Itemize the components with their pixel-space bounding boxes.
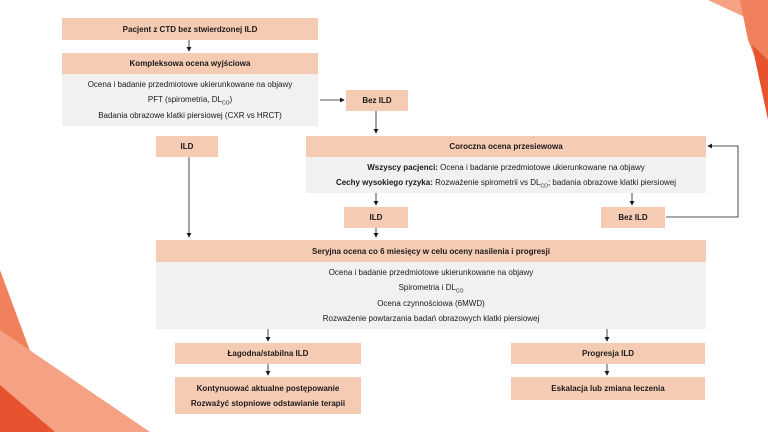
baseline-title: Kompleksowa ocena wyjściowa: [129, 59, 251, 68]
serial-line-1: Ocena i badanie przedmiotowe ukierunkowa…: [328, 268, 534, 278]
start-node-label: Pacjent z CTD bez stwierdzonej ILD: [122, 24, 258, 34]
annual-body: Wszyscy pacjenci: Ocena i badanie przedm…: [306, 157, 706, 193]
escalation-label: Eskalacja lub zmiana leczenia: [551, 384, 665, 393]
continue-line-1: Kontynuować aktualne postępowanie: [196, 383, 340, 393]
bottom-left-decoration: [0, 385, 55, 432]
escalation-node: Eskalacja lub zmiana leczenia: [511, 377, 705, 400]
no-ild-top-label: Bez ILD: [362, 96, 392, 105]
no-ild-right-node: Bez ILD: [601, 207, 665, 228]
ild-left-node: ILD: [156, 136, 218, 157]
annual-header: Coroczna ocena przesiewowa: [306, 136, 706, 157]
arrow-no-ild-loop-back: [666, 143, 739, 218]
baseline-line-1: Ocena i badanie przedmiotowe ukierunkowa…: [87, 80, 293, 90]
serial-header: Seryjna ocena co 6 miesięcy w celu oceny…: [156, 240, 706, 262]
annual-line-2: Cechy wysokiego ryzyka: Rozważenie spiro…: [335, 178, 677, 190]
continue-line-2: Rozważyć stopniowe odstawianie terapii: [190, 398, 346, 408]
annual-title: Coroczna ocena przesiewowa: [449, 142, 563, 151]
no-ild-top-node: Bez ILD: [346, 90, 408, 111]
continue-node: Kontynuować aktualne postępowanie Rozważ…: [175, 377, 361, 414]
serial-line-4: Rozważenie powtarzania badań obrazowych …: [322, 313, 540, 323]
annual-line-1: Wszyscy pacjenci: Ocena i badanie przedm…: [367, 163, 645, 172]
ild-left-label: ILD: [180, 142, 194, 151]
ild-mid-node: ILD: [344, 207, 408, 228]
bottom-left-decoration: [0, 330, 150, 432]
baseline-line-3: Badania obrazowe klatki piersiowej (CXR …: [98, 110, 282, 120]
baseline-line-2: PFT (spirometria, DLCO): [147, 95, 233, 108]
serial-line-3: Ocena czynnościowa (6MWD): [377, 298, 485, 308]
baseline-header: Kompleksowa ocena wyjściowa: [62, 53, 318, 74]
no-ild-right-label: Bez ILD: [618, 213, 648, 222]
mild-ild-node: Łagodna/stabilna ILD: [175, 343, 361, 364]
mild-ild-label: Łagodna/stabilna ILD: [227, 349, 309, 358]
baseline-body: Ocena i badanie przedmiotowe ukierunkowa…: [62, 74, 318, 126]
serial-title: Seryjna ocena co 6 miesięcy w celu oceny…: [312, 246, 550, 256]
serial-line-2: Spirometria i DLCO: [398, 283, 464, 295]
ild-mid-label: ILD: [369, 213, 383, 222]
progression-label: Progresja ILD: [581, 349, 634, 358]
start-node: Pacjent z CTD bez stwierdzonej ILD: [62, 18, 318, 40]
progression-node: Progresja ILD: [511, 343, 705, 364]
serial-body: Ocena i badanie przedmiotowe ukierunkowa…: [156, 262, 706, 329]
top-right-decoration: [752, 45, 768, 120]
